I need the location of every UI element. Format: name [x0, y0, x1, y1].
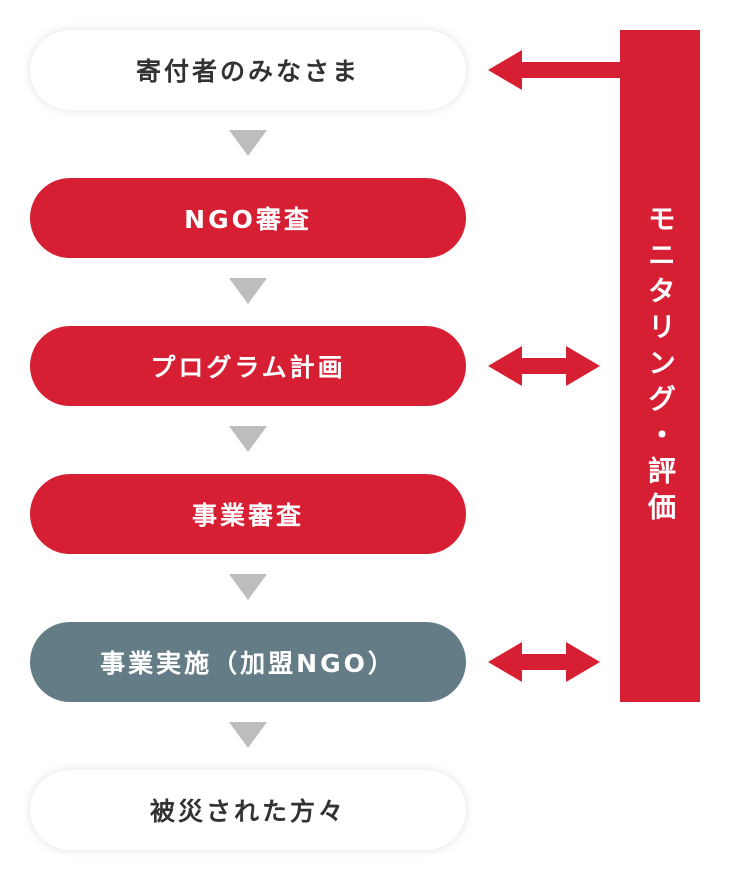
- down-arrow-icon: [229, 130, 267, 156]
- step-ngo-review-label: NGO審査: [184, 205, 312, 234]
- step-donors: 寄付者のみなさま: [30, 30, 466, 110]
- step-affected-people-label: 被災された方々: [149, 797, 346, 826]
- step-program-planning: プログラム計画: [30, 326, 466, 406]
- monitoring-evaluation-bar: モニタリング・評価: [620, 30, 700, 702]
- step-program-planning-label: プログラム計画: [150, 353, 346, 382]
- step-donors-label: 寄付者のみなさま: [135, 57, 360, 86]
- down-arrow-icon: [229, 574, 267, 600]
- step-project-implementation: 事業実施（加盟NGO）: [30, 622, 466, 702]
- left-arrow-icon: [488, 50, 620, 90]
- double-arrow-icon: [488, 346, 600, 386]
- step-project-review: 事業審査: [30, 474, 466, 554]
- down-arrow-icon: [229, 426, 267, 452]
- down-arrow-icon: [229, 722, 267, 748]
- down-arrow-icon: [229, 278, 267, 304]
- step-ngo-review: NGO審査: [30, 178, 466, 258]
- step-affected-people: 被災された方々: [30, 770, 466, 850]
- double-arrow-icon: [488, 642, 600, 682]
- step-project-implementation-label: 事業実施（加盟NGO）: [100, 649, 396, 678]
- monitoring-evaluation-label: モニタリング・評価: [644, 204, 677, 528]
- step-project-review-label: 事業審査: [191, 501, 304, 530]
